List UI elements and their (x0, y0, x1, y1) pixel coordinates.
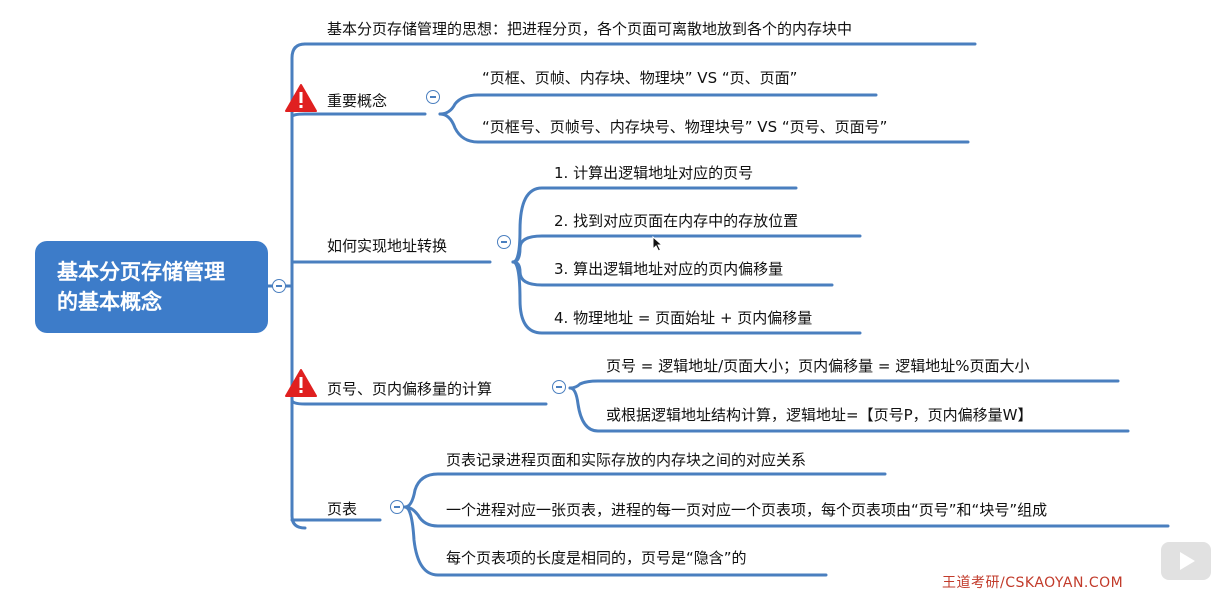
translate-item-1[interactable]: 1. 计算出逻辑地址对应的页号 (554, 164, 754, 182)
concepts-node[interactable]: 重要概念 (327, 92, 388, 110)
watermark: 王道考研/CSKAOYAN.COM (942, 575, 1124, 591)
calc-node[interactable]: 页号、页内偏移量的计算 (327, 380, 493, 398)
calc-item-2[interactable]: 或根据逻辑地址结构计算，逻辑地址=【页号P，页内偏移量W】 (606, 406, 1033, 424)
root-node[interactable]: 基本分页存储管理 的基本概念 (35, 241, 268, 333)
play-icon[interactable] (1160, 541, 1212, 581)
root-line-1: 基本分页存储管理 (57, 260, 225, 284)
concepts-item-2[interactable]: “页框号、页帧号、内存块号、物理块号” VS “页号、页面号” (482, 118, 888, 136)
translate-item-3[interactable]: 3. 算出逻辑地址对应的页内偏移量 (554, 260, 784, 278)
root-line-2: 的基本概念 (57, 290, 162, 314)
edge-translate-2 (511, 234, 862, 264)
edge-calc-1 (568, 379, 1120, 390)
edge-calc (290, 398, 548, 406)
collapse-icon[interactable] (497, 235, 511, 249)
warning-icon (285, 84, 317, 112)
collapse-icon[interactable] (426, 90, 440, 104)
edge-concepts-2 (438, 112, 970, 144)
pagetable-item-1[interactable]: 页表记录进程页面和实际存放的内存块之间的对应关系 (446, 451, 807, 469)
edge-translate-4 (511, 260, 862, 335)
collapse-icon[interactable] (272, 279, 286, 293)
pagetable-item-2[interactable]: 一个进程对应一张页表，进程的每一页对应一个页表项，每个页表项由“页号”和“块号”… (446, 501, 1048, 519)
translate-node[interactable]: 如何实现地址转换 (327, 237, 448, 255)
collapse-icon[interactable] (390, 500, 404, 514)
collapse-icon[interactable] (552, 380, 566, 394)
calc-item-1[interactable]: 页号 = 逻辑地址/页面大小；页内偏移量 = 逻辑地址%页面大小 (606, 357, 1030, 375)
translate-item-4[interactable]: 4. 物理地址 = 页面始址 + 页内偏移量 (554, 309, 813, 327)
edge-concepts-1 (438, 93, 878, 116)
edge-pagetable-3 (403, 505, 828, 577)
edge-pagetable-1 (403, 472, 887, 509)
warning-icon (285, 369, 317, 397)
idea-node[interactable]: 基本分页存储管理的思想：把进程分页，各个页面可离散地放到各个的内存块中 (327, 20, 853, 38)
pagetable-node[interactable]: 页表 (327, 500, 358, 518)
edge-concepts (290, 112, 420, 119)
concepts-item-1[interactable]: “页框、页帧、内存块、物理块” VS “页、页面” (482, 69, 798, 87)
translate-item-2[interactable]: 2. 找到对应页面在内存中的存放位置 (554, 212, 799, 230)
pagetable-item-3[interactable]: 每个页表项的长度是相同的，页号是“隐含”的 (446, 549, 747, 567)
edge-pagetable-2 (403, 505, 1170, 528)
mouse-cursor-icon (652, 236, 664, 252)
edge-calc-2 (568, 386, 1130, 433)
